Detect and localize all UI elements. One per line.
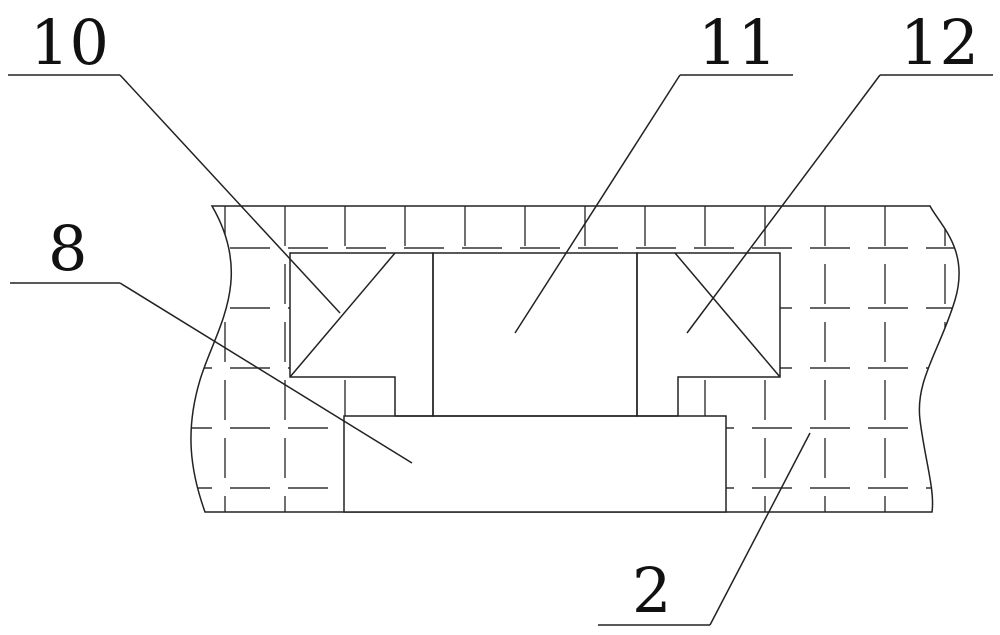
label-12: 12 xyxy=(900,6,979,79)
label-10: 10 xyxy=(30,6,109,79)
label-2: 2 xyxy=(632,554,671,627)
label-11: 11 xyxy=(698,6,777,79)
base-body-outline xyxy=(190,205,960,513)
bottom-plate-part-8 xyxy=(343,415,727,513)
label-8: 8 xyxy=(48,212,87,285)
cavity xyxy=(290,253,780,512)
leader-lines xyxy=(8,74,993,626)
